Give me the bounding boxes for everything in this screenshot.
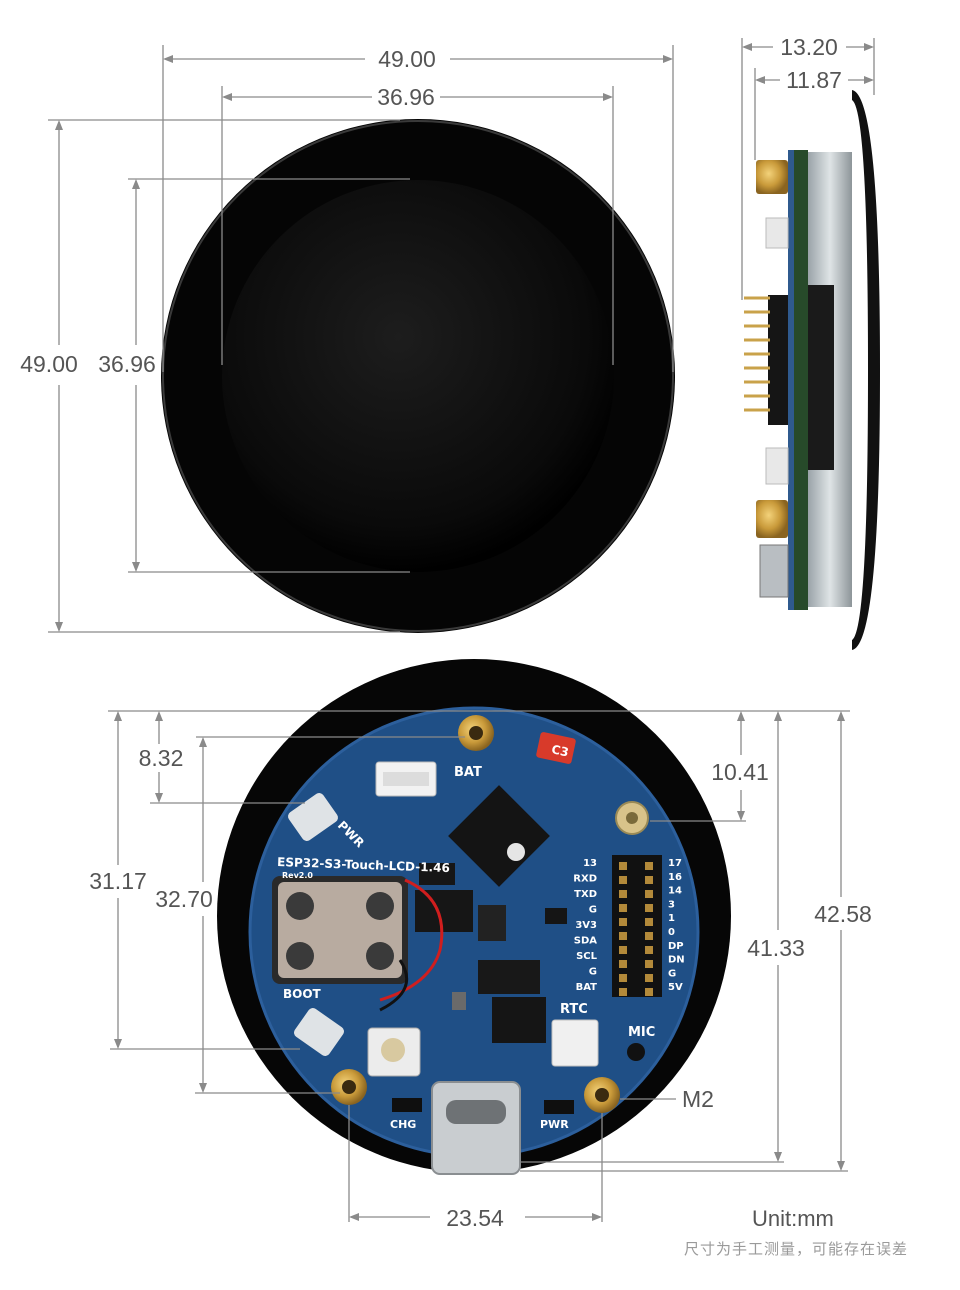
boot-button xyxy=(294,1007,344,1057)
side-brass-standoff-bottom xyxy=(756,500,788,538)
silk-board-rev: Rev2.0 xyxy=(282,871,313,880)
silk-pwr-led: PWR xyxy=(540,1118,569,1131)
pin-label-right: 5V xyxy=(668,982,683,993)
side-usb-port xyxy=(759,544,789,598)
small-part-b xyxy=(452,992,466,1010)
pin-label-right: 3 xyxy=(668,899,675,910)
side-connector-bottom xyxy=(765,447,789,485)
front-view xyxy=(161,119,675,633)
pwr-button xyxy=(288,792,338,842)
silk-rtc: RTC xyxy=(560,1002,588,1017)
dim-back-bat-offset: 8.32 xyxy=(139,745,184,771)
pin-label-left: G xyxy=(589,905,597,916)
front-display-area xyxy=(222,180,614,572)
silk-mic: MIC xyxy=(628,1025,655,1040)
pin-label-right: 17 xyxy=(668,858,682,869)
pin-label-right: G xyxy=(668,968,676,979)
pin-header-pins xyxy=(619,862,653,996)
pin-label-left: BAT xyxy=(576,982,598,993)
side-display-module xyxy=(808,285,834,470)
chg-led-area xyxy=(392,1098,422,1112)
pin-labels-right: 17 16 14 3 1 0DP DN G 5V xyxy=(668,858,685,993)
dim-front-outer-width: 49.00 xyxy=(378,46,436,72)
rtc-connector xyxy=(551,1019,599,1067)
side-glass-edge xyxy=(852,90,880,650)
dim-back-left-31: 31.17 xyxy=(89,868,147,894)
mount-hole-left-inner xyxy=(342,1080,356,1094)
pin-label-left: SDA xyxy=(574,936,598,947)
pin-label-left: SCL xyxy=(576,951,598,962)
dim-side-board-depth: 11.87 xyxy=(786,67,842,93)
codec-chip xyxy=(492,997,546,1043)
dim-front-display-height: 36.96 xyxy=(98,351,156,377)
speaker-wire-black xyxy=(379,959,409,1012)
front-bezel-highlight xyxy=(162,120,674,632)
silk-chg: CHG xyxy=(390,1118,416,1131)
speaker-foot-1 xyxy=(286,892,314,920)
flash-chip xyxy=(415,890,473,932)
speaker-foot-2 xyxy=(366,892,394,920)
pin-label-right: DN xyxy=(668,955,685,966)
side-pcb xyxy=(794,150,808,610)
mode-switch-knob xyxy=(381,1038,405,1062)
side-arrowheads xyxy=(742,43,874,84)
speaker-foot-4 xyxy=(366,942,394,970)
side-view xyxy=(744,90,880,650)
usb-c-port xyxy=(431,1081,521,1175)
pin-label-left: RXD xyxy=(573,874,597,885)
silk-board-name: ESP32-S3-Touch-LCD-1.46 xyxy=(277,855,450,875)
small-part-a xyxy=(545,908,567,924)
usb-c-opening xyxy=(446,1100,506,1124)
dim-back-right-41: 41.33 xyxy=(747,935,805,961)
side-header-pins xyxy=(744,296,770,412)
espressif-logo xyxy=(507,843,525,861)
side-brass-standoff-top xyxy=(756,160,788,194)
pin-label-right: 1 xyxy=(668,913,675,924)
pin-label-left: 3V3 xyxy=(575,920,597,931)
dim-side-total-depth: 13.20 xyxy=(780,34,838,60)
side-pcb-edge xyxy=(788,150,794,610)
pin-label-right: 14 xyxy=(668,886,682,897)
dim-back-left-32: 32.70 xyxy=(155,886,213,912)
silk-c3: C3 xyxy=(550,742,570,759)
dim-back-hole-spacing: 23.54 xyxy=(446,1205,504,1231)
pin-label-right: 0 xyxy=(668,927,675,938)
small-chip-1 xyxy=(419,863,455,885)
mic-hole xyxy=(627,1043,645,1061)
speaker-foot-3 xyxy=(286,942,314,970)
label-m2-hole: M2 xyxy=(682,1086,714,1112)
dim-front-outer-height: 49.00 xyxy=(20,351,78,377)
pwr-led-area xyxy=(544,1100,574,1114)
dim-back-right-offset: 10.41 xyxy=(711,759,769,785)
silk-bat: BAT xyxy=(454,765,482,780)
pin-label-left: 13 xyxy=(583,858,597,869)
measurement-note: 尺寸为手工测量，可能存在误差 xyxy=(684,1241,909,1258)
battery-connector-slot xyxy=(383,772,429,786)
side-connector-top xyxy=(765,217,789,249)
antenna-connector-inner xyxy=(626,812,638,824)
small-chip-2 xyxy=(478,905,506,941)
pin-label-right: 16 xyxy=(668,872,682,883)
unit-label: Unit:mm xyxy=(752,1206,834,1231)
silk-boot: BOOT xyxy=(283,987,322,1001)
pin-label-left: G xyxy=(589,967,597,978)
back-arrowheads xyxy=(114,711,845,1221)
back-view xyxy=(217,659,731,1175)
front-dimensions xyxy=(48,45,674,633)
speaker-wire-red xyxy=(379,878,444,1002)
ic-chip-3 xyxy=(478,960,540,994)
mount-hole-right-inner xyxy=(595,1088,609,1102)
dim-front-display-width: 36.96 xyxy=(377,84,435,110)
back-dimensions xyxy=(108,710,850,1222)
dim-back-right-42: 42.58 xyxy=(814,901,872,927)
mount-hole-top-inner xyxy=(469,726,483,740)
side-header-block xyxy=(768,295,788,425)
pin-label-right: DP xyxy=(668,941,684,952)
c3-component xyxy=(536,732,576,764)
pin-label-left: TXD xyxy=(574,889,597,900)
front-arrowheads xyxy=(55,55,673,632)
